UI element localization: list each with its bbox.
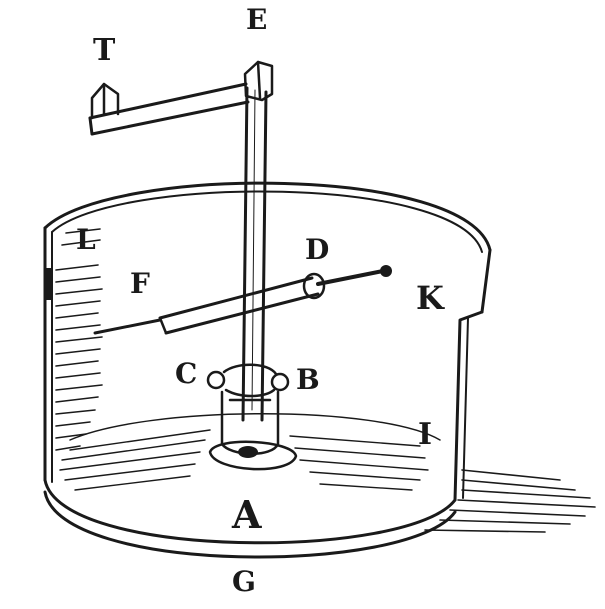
top-arm — [88, 82, 250, 136]
label-B: B — [296, 363, 320, 396]
vertical-shaft — [241, 86, 268, 422]
shaft-top — [243, 60, 274, 102]
label-C: C — [175, 357, 198, 390]
label-T: T — [93, 33, 116, 68]
cylinder-wall — [43, 181, 492, 502]
solid-accents — [45, 265, 392, 458]
label-L: L — [76, 223, 96, 256]
label-A: A — [232, 492, 262, 537]
shaft-hub — [206, 363, 290, 398]
label-F: F — [130, 267, 150, 300]
label-D: D — [305, 233, 330, 266]
ground-shadow — [424, 469, 596, 533]
disc-hatching — [59, 429, 429, 491]
label-E: E — [246, 3, 268, 36]
label-G: G — [232, 565, 256, 598]
cross-arm — [93, 268, 390, 335]
socket-block — [208, 390, 298, 471]
label-K: K — [416, 279, 444, 317]
pointer-block — [90, 82, 120, 120]
wall-shading — [55, 228, 103, 451]
label-I: I — [418, 417, 433, 452]
